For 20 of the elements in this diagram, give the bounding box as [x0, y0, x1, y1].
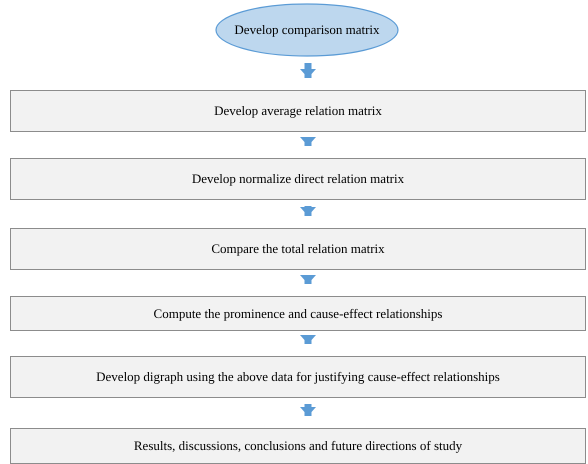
process-box [10, 158, 586, 200]
arrow [300, 335, 316, 344]
step-text: Develop normalize direct relation matrix [192, 171, 404, 187]
process-box [10, 228, 586, 270]
arrow [300, 63, 316, 78]
process-box [10, 90, 586, 132]
process-box [10, 296, 586, 331]
step-text: Develop digraph using the above data for justifying cause-effect relationships [96, 369, 500, 385]
step-text: Compare the total relation matrix [211, 241, 385, 257]
step-text: Develop comparison matrix [234, 22, 380, 38]
arrow [300, 275, 316, 284]
step-text: Results, discussions, conclusions and future directions of study [134, 438, 462, 454]
start-ellipse [215, 3, 399, 57]
process-box [10, 428, 586, 464]
arrow [300, 137, 316, 146]
step-text: Develop average relation matrix [214, 103, 382, 119]
process-box [10, 356, 586, 398]
arrow [300, 404, 316, 416]
arrow [300, 206, 316, 216]
step-text: Compute the prominence and cause-effect relationships [154, 306, 442, 322]
